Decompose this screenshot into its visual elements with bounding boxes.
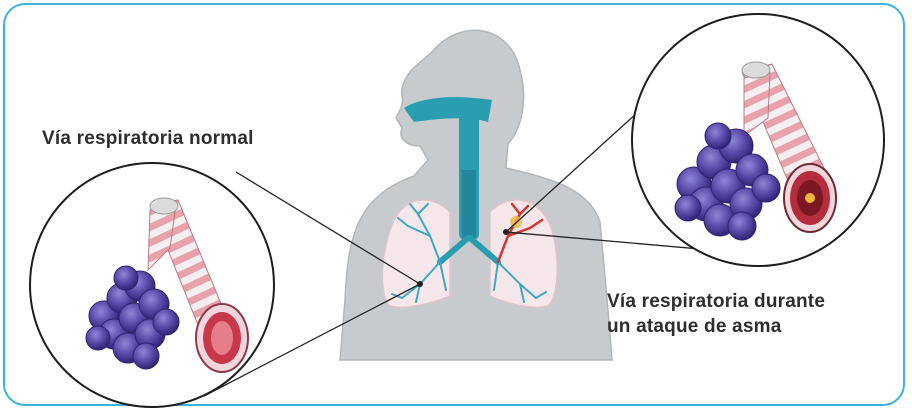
human-silhouette	[340, 30, 612, 360]
label-asthma-airway: Vía respiratoria durante un ataque de as…	[607, 289, 825, 339]
label-normal-airway: Vía respiratoria normal	[42, 126, 254, 151]
label-asthma-line1: Vía respiratoria durante	[607, 291, 825, 312]
normal-airway-magnifier	[30, 163, 274, 407]
marker-normal	[417, 281, 423, 287]
marker-asthma	[503, 229, 509, 235]
label-asthma-line2: un ataque de asma	[607, 316, 781, 337]
asthma-airway-magnifier	[632, 14, 884, 266]
